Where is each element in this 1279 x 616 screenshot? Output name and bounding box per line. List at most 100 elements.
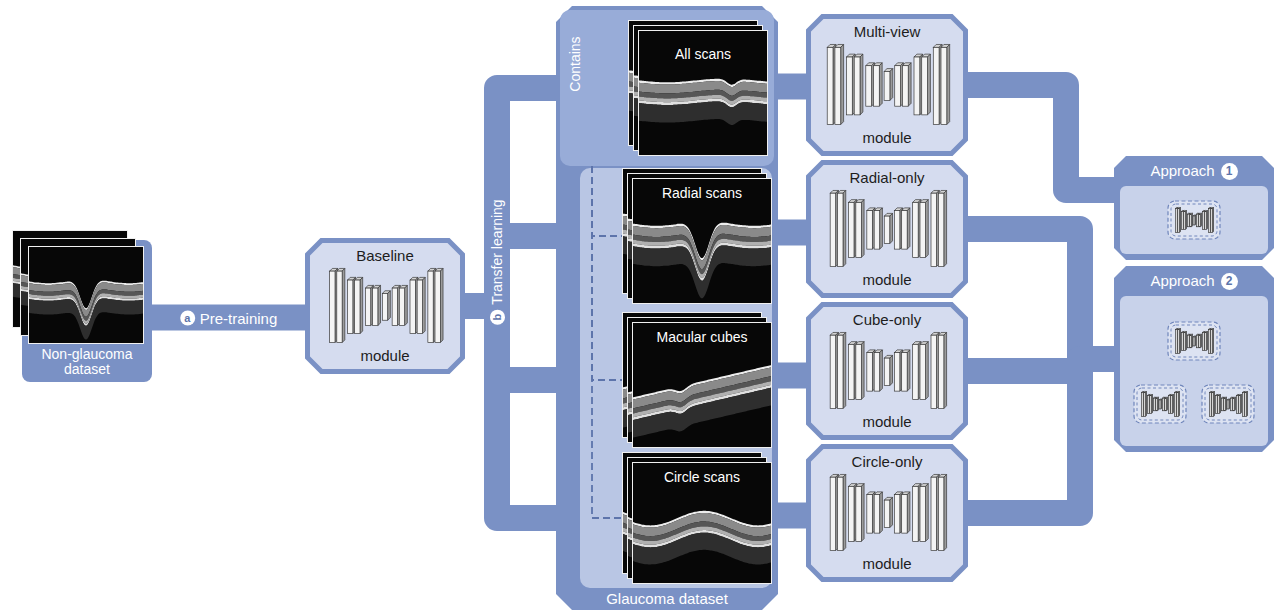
- layer-front: [417, 280, 422, 334]
- node-text: Multi-view: [854, 23, 921, 40]
- layer-side: [880, 492, 883, 533]
- oct-frame: [633, 179, 772, 304]
- oct-ground: [632, 322, 772, 448]
- box-shape: [809, 163, 966, 296]
- node-text: module: [862, 555, 911, 572]
- layer-side: [890, 355, 893, 385]
- label-group: bTransfer learning: [489, 199, 505, 324]
- layer-front: [856, 344, 862, 399]
- layer-front: [382, 293, 387, 320]
- layer-front: [1208, 329, 1210, 353]
- layer-front: [854, 57, 860, 115]
- layer-side: [880, 350, 883, 391]
- node-text: 2: [1221, 273, 1238, 290]
- layer-front: [838, 335, 844, 408]
- layer-side: [907, 492, 910, 533]
- layer-front: [1199, 335, 1201, 348]
- layer-front: [1178, 329, 1180, 353]
- layer-front: [902, 211, 908, 250]
- oct-ground: [28, 246, 144, 344]
- layer-side: [907, 208, 910, 249]
- layer-front: [1227, 400, 1229, 409]
- layer-front: [1181, 211, 1183, 229]
- layer-front: [830, 477, 836, 550]
- mini-outline: [1168, 201, 1220, 239]
- mini-outline: [1202, 385, 1254, 423]
- layer-front: [1171, 395, 1173, 413]
- layer-front: [913, 486, 919, 541]
- layer-front: [1187, 214, 1189, 227]
- layer-front: [920, 486, 926, 541]
- label-group: aPre-training: [180, 309, 278, 326]
- layer-front: [884, 216, 890, 244]
- layer-front: [1202, 211, 1204, 229]
- layer-front: [913, 344, 919, 399]
- layer-front: [399, 288, 404, 326]
- step-letter: a: [180, 310, 195, 325]
- oct-frame: [633, 323, 772, 448]
- node-text: module: [862, 413, 911, 430]
- layer-front: [913, 202, 919, 257]
- retina-layer: [28, 298, 144, 339]
- layer-front: [1202, 332, 1204, 350]
- layer-front: [1184, 211, 1186, 229]
- layer-side: [388, 291, 391, 320]
- box-inset: [1120, 186, 1268, 254]
- layer-front: [1205, 211, 1207, 229]
- band-connector: [465, 88, 560, 306]
- mini-outline: [1171, 204, 1217, 236]
- layer-side: [908, 63, 911, 106]
- layer-side: [926, 342, 929, 400]
- oct-frame: [633, 463, 772, 584]
- layer-front: [1174, 392, 1176, 416]
- layer-side: [378, 285, 381, 325]
- layer-front: [1218, 395, 1220, 413]
- layer-front: [849, 486, 855, 541]
- box-inset: [1120, 296, 1268, 446]
- layer-front: [1153, 398, 1155, 411]
- layer-side: [405, 285, 408, 325]
- layer-side: [861, 484, 864, 542]
- node-text: Approach: [1150, 272, 1214, 290]
- layer-front: [1193, 216, 1195, 225]
- oct-ground: [632, 178, 772, 304]
- layer-front: [938, 193, 944, 266]
- layer-front: [938, 477, 944, 550]
- contains-leader: [592, 166, 622, 518]
- layer-front: [410, 280, 415, 334]
- oct-image: [28, 246, 144, 344]
- layer-front: [931, 335, 937, 408]
- node-text: Circle scans: [664, 469, 740, 485]
- layer-front: [874, 211, 880, 250]
- band-connector: [968, 229, 1114, 359]
- layer-front: [884, 71, 890, 100]
- layer-side: [880, 208, 883, 249]
- layer-front: [867, 353, 873, 392]
- box-shape: [809, 305, 966, 438]
- band-connector: [774, 74, 806, 100]
- layer-front: [1208, 208, 1210, 232]
- network-icon: [830, 474, 946, 550]
- layer-front: [1156, 398, 1158, 411]
- oct-image: [632, 178, 772, 304]
- node-text: Cube-only: [853, 311, 921, 328]
- layer-front: [838, 477, 844, 550]
- node-text: Non-glaucoma dataset: [34, 347, 140, 377]
- node-text: module: [862, 271, 911, 288]
- layer-front: [920, 344, 926, 399]
- layer-front: [902, 66, 908, 107]
- layer-front: [1230, 398, 1232, 411]
- layer-side: [841, 44, 844, 124]
- band-connector: [968, 359, 1114, 513]
- network-icon: [1209, 392, 1247, 417]
- layer-front: [849, 344, 855, 399]
- layer-front: [1211, 329, 1213, 353]
- layer-front: [1196, 335, 1198, 348]
- layer-front: [856, 486, 862, 541]
- node-text: Radial scans: [662, 185, 742, 201]
- layer-front: [838, 193, 844, 266]
- mini-outline: [1137, 388, 1183, 420]
- node-text: Baseline: [356, 247, 414, 264]
